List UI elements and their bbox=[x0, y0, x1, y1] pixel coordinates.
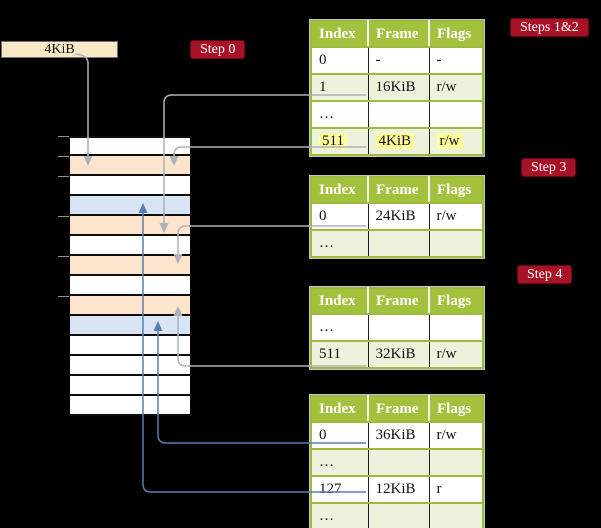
memory-frame-row-orange bbox=[70, 296, 190, 316]
memory-tick bbox=[58, 256, 69, 257]
physical-memory-column bbox=[70, 136, 190, 416]
column-header-frame: Frame bbox=[368, 288, 430, 315]
table-cell bbox=[368, 448, 430, 476]
table-row: … bbox=[311, 100, 483, 128]
memory-frame-row-white bbox=[70, 236, 190, 256]
table-row: 511 4KiB r/w bbox=[311, 127, 483, 155]
table-row: … bbox=[311, 313, 483, 341]
page-size-box: 4KiB bbox=[1, 41, 118, 58]
column-header-frame: Frame bbox=[368, 21, 430, 48]
table-cell: - bbox=[368, 46, 430, 74]
memory-tick bbox=[58, 156, 69, 157]
table-cell bbox=[368, 100, 430, 128]
table-cell: 0 bbox=[311, 421, 369, 449]
table-cell: … bbox=[311, 313, 369, 341]
badge-steps-1-2: Steps 1&2 bbox=[510, 18, 589, 37]
memory-frame-row-white bbox=[70, 356, 190, 376]
table-row: … bbox=[311, 448, 483, 476]
table-cell bbox=[429, 448, 483, 476]
memory-frame-row-white bbox=[70, 376, 190, 396]
table-row: … bbox=[311, 502, 483, 528]
memory-frame-row-white bbox=[70, 136, 190, 156]
table-cell: - bbox=[429, 46, 483, 74]
memory-frame-row-orange bbox=[70, 216, 190, 236]
table-cell: … bbox=[311, 100, 369, 128]
badge-step-0: Step 0 bbox=[190, 40, 246, 59]
table-row: 0-- bbox=[311, 46, 483, 74]
table-cell: 24KiB bbox=[368, 202, 430, 230]
column-header-index: Index bbox=[311, 177, 369, 204]
table-cell: 127 bbox=[311, 475, 369, 503]
column-header-flags: Flags bbox=[429, 396, 483, 423]
memory-frame-row-orange bbox=[70, 156, 190, 176]
table-cell bbox=[429, 229, 483, 257]
table-cell: r/w bbox=[429, 202, 483, 230]
table-cell bbox=[368, 313, 430, 341]
column-header-frame: Frame bbox=[368, 396, 430, 423]
memory-frame-row-white bbox=[70, 276, 190, 296]
table-cell: 4KiB bbox=[368, 127, 430, 155]
column-header-index: Index bbox=[311, 288, 369, 315]
table-cell bbox=[368, 502, 430, 528]
table-cell: … bbox=[311, 502, 369, 528]
table-cell: 1 bbox=[311, 73, 369, 101]
column-header-flags: Flags bbox=[429, 177, 483, 204]
memory-frame-row-blue bbox=[70, 316, 190, 336]
highlighted-value: 4KiB bbox=[375, 133, 415, 149]
page-size-label: 4KiB bbox=[44, 42, 75, 57]
badge-step-3: Step 3 bbox=[521, 158, 577, 177]
table-cell: 511 bbox=[311, 340, 369, 368]
memory-tick bbox=[58, 176, 69, 177]
table-cell: 511 bbox=[311, 127, 369, 155]
memory-frame-row-white bbox=[70, 396, 190, 416]
table-cell: 36KiB bbox=[368, 421, 430, 449]
column-header-index: Index bbox=[311, 396, 369, 423]
memory-frame-row-white bbox=[70, 176, 190, 196]
table-cell bbox=[429, 100, 483, 128]
memory-tick bbox=[58, 296, 69, 297]
table-cell: r/w bbox=[429, 340, 483, 368]
column-header-flags: Flags bbox=[429, 21, 483, 48]
column-header-frame: Frame bbox=[368, 177, 430, 204]
table-cell: 12KiB bbox=[368, 475, 430, 503]
table-cell: 0 bbox=[311, 46, 369, 74]
table-cell: r bbox=[429, 475, 483, 503]
memory-tick bbox=[58, 216, 69, 217]
badge-step-4: Step 4 bbox=[517, 265, 573, 284]
table-cell: 32KiB bbox=[368, 340, 430, 368]
table-cell bbox=[429, 313, 483, 341]
column-header-flags: Flags bbox=[429, 288, 483, 315]
memory-frame-row-blue bbox=[70, 196, 190, 216]
column-header-index: Index bbox=[311, 21, 369, 48]
memory-frame-row-orange bbox=[70, 256, 190, 276]
table-cell: … bbox=[311, 229, 369, 257]
table-cell bbox=[368, 229, 430, 257]
table-cell: r/w bbox=[429, 127, 483, 155]
table-cell: … bbox=[311, 448, 369, 476]
memory-frame-row-white bbox=[70, 336, 190, 356]
table-cell: r/w bbox=[429, 73, 483, 101]
table-cell: 16KiB bbox=[368, 73, 430, 101]
highlighted-value: 511 bbox=[319, 133, 347, 149]
memory-tick bbox=[58, 136, 69, 137]
table-cell bbox=[429, 502, 483, 528]
table-row: … bbox=[311, 229, 483, 257]
table-cell: 0 bbox=[311, 202, 369, 230]
table-cell: r/w bbox=[429, 421, 483, 449]
highlighted-value: r/w bbox=[436, 133, 463, 149]
